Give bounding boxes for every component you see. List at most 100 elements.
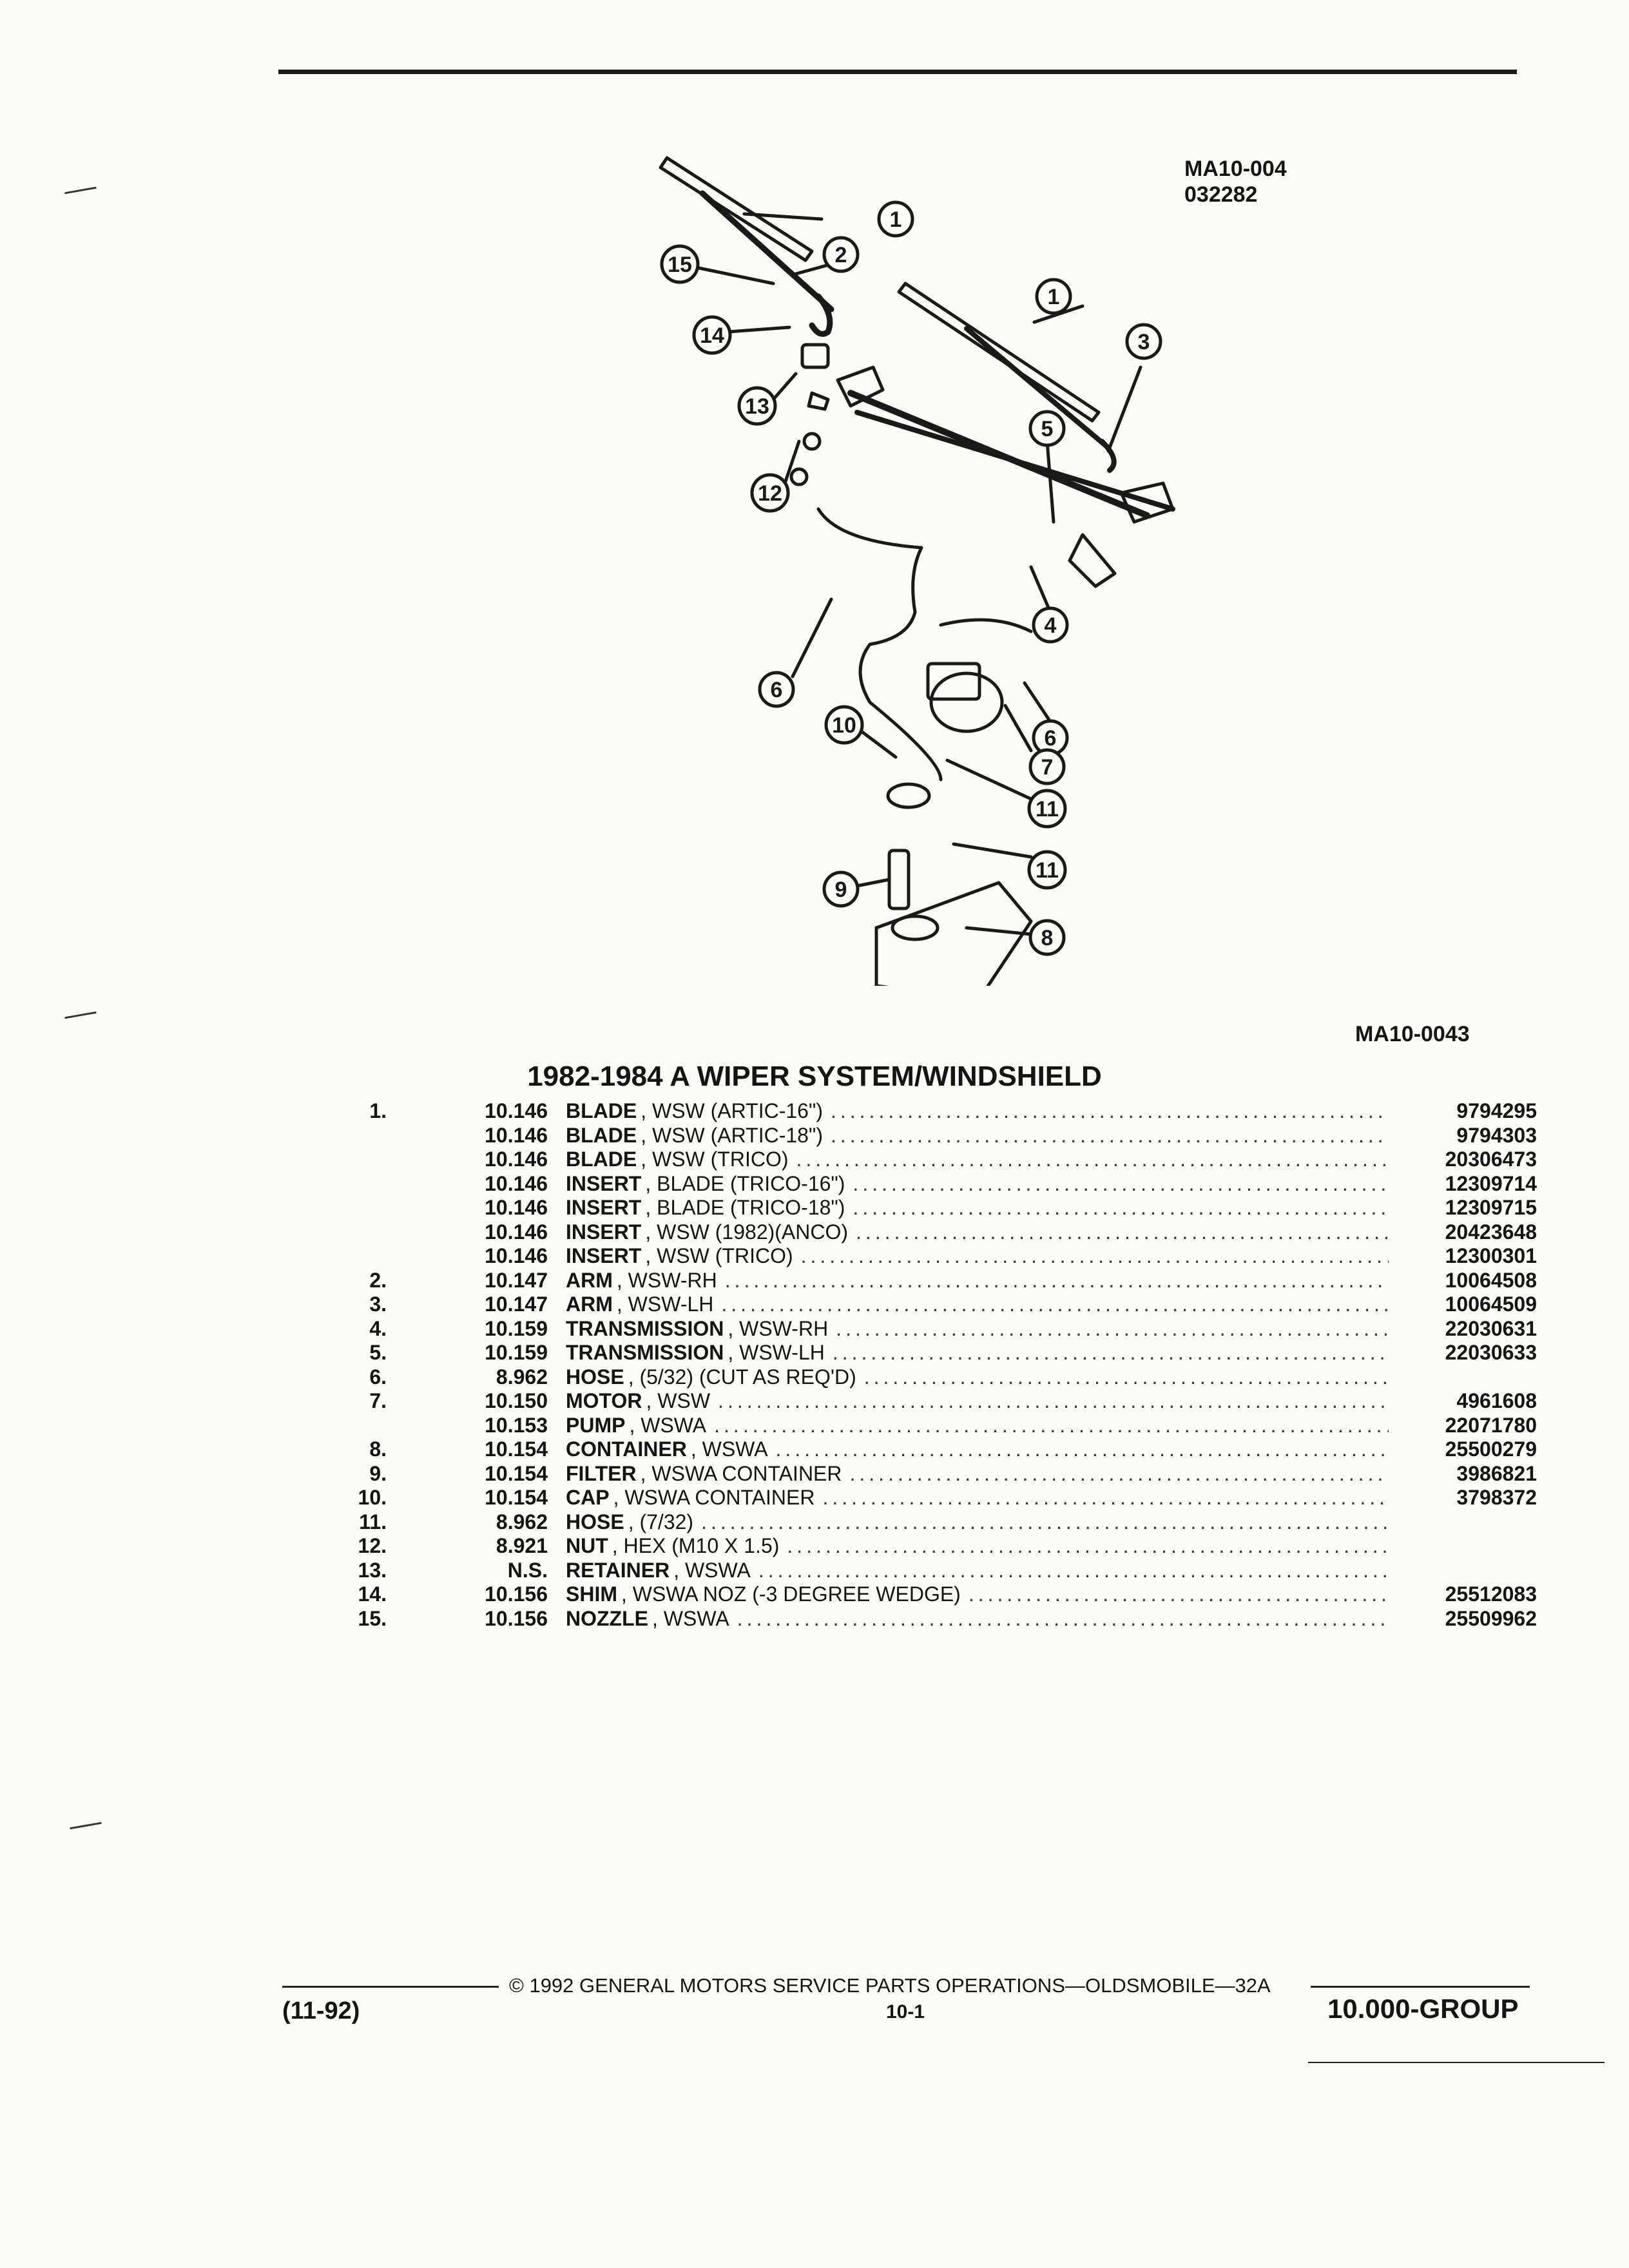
part-spec: , WSWA bbox=[629, 1413, 707, 1437]
lh-wiper-blade bbox=[659, 156, 814, 262]
part-name: HOSE bbox=[566, 1365, 624, 1389]
callout: 1 bbox=[1035, 278, 1072, 315]
parts-row: 13.N.S.RETAINER, WSWA bbox=[325, 1559, 1537, 1583]
part-number: 22030631 bbox=[1445, 1316, 1537, 1340]
pivot-bracket-right bbox=[1119, 481, 1175, 524]
part-name: HOSE bbox=[566, 1510, 624, 1533]
group-number: 10.154 bbox=[485, 1461, 548, 1485]
part-spec: , WSWA bbox=[673, 1558, 751, 1582]
part-spec: , WSWA CONTAINER bbox=[613, 1486, 815, 1510]
group-number: 10.146 bbox=[485, 1196, 548, 1220]
svg-text:2: 2 bbox=[835, 243, 847, 267]
callout: 3 bbox=[1125, 323, 1162, 360]
part-description: INSERT, WSW (TRICO) bbox=[566, 1244, 1389, 1268]
callout: 11 bbox=[1027, 789, 1067, 829]
svg-text:5: 5 bbox=[1041, 417, 1054, 441]
svg-text:4: 4 bbox=[1045, 613, 1057, 638]
group-number: 10.146 bbox=[485, 1123, 548, 1147]
part-number: 12309715 bbox=[1445, 1196, 1537, 1220]
callout: 12 bbox=[750, 473, 790, 513]
svg-text:3: 3 bbox=[1138, 330, 1150, 354]
group-number: 10.154 bbox=[485, 1437, 548, 1461]
part-spec: , WSWA NOZ (-3 DEGREE WEDGE) bbox=[621, 1582, 961, 1606]
container-cap-shape bbox=[886, 782, 931, 809]
group-number: 10.146 bbox=[485, 1148, 548, 1171]
item-number: 4. bbox=[369, 1316, 387, 1340]
item-number: 3. bbox=[369, 1293, 387, 1316]
leader-dots bbox=[836, 1317, 1389, 1341]
leader-dots bbox=[850, 1462, 1389, 1486]
item-number: 2. bbox=[369, 1268, 387, 1292]
part-name: NOZZLE bbox=[566, 1606, 648, 1630]
washer-hose-2 bbox=[939, 618, 1033, 633]
part-description: CONTAINER, WSWA bbox=[566, 1437, 1389, 1461]
leader-dots bbox=[822, 1486, 1389, 1510]
callout: 6 bbox=[1032, 719, 1069, 756]
callout: 14 bbox=[692, 315, 732, 355]
nozzle-shape bbox=[800, 343, 830, 369]
svg-text:1: 1 bbox=[890, 207, 902, 232]
leader-dots bbox=[853, 1172, 1389, 1196]
part-spec: , HEX (M10 X 1.5) bbox=[612, 1534, 780, 1558]
part-description: ARM, WSW-RH bbox=[566, 1269, 1389, 1293]
leader-dots bbox=[801, 1244, 1389, 1268]
margin-mark bbox=[70, 1821, 102, 1830]
part-name: MOTOR bbox=[566, 1389, 642, 1413]
footer-rule-right bbox=[1311, 1986, 1530, 1988]
item-number: 15. bbox=[358, 1606, 387, 1630]
leader-dots bbox=[796, 1148, 1389, 1171]
part-description: INSERT, BLADE (TRICO-18") bbox=[566, 1196, 1389, 1220]
washer-container-shape bbox=[874, 881, 1033, 1001]
leader-dots bbox=[833, 1341, 1389, 1365]
part-number: 25509962 bbox=[1445, 1606, 1537, 1630]
svg-text:8: 8 bbox=[1041, 926, 1054, 950]
svg-text:10: 10 bbox=[832, 713, 856, 738]
svg-text:1: 1 bbox=[1048, 285, 1060, 309]
group-number: 10.159 bbox=[485, 1316, 548, 1340]
footer-rule-left bbox=[282, 1986, 499, 1988]
part-name: BLADE bbox=[566, 1099, 637, 1123]
part-number: 25500279 bbox=[1445, 1437, 1537, 1461]
part-name: ARM bbox=[566, 1293, 613, 1316]
leader-dots bbox=[758, 1559, 1389, 1582]
part-description: BLADE, WSW (ARTIC-16") bbox=[566, 1099, 1389, 1123]
item-number: 13. bbox=[358, 1558, 387, 1582]
wiper-system-exploded-diagram: 1 2 1 3 15 14 5 13 12 4 6 6 10 7 11 9 11… bbox=[580, 122, 1224, 1001]
lh-wiper-arm bbox=[699, 190, 834, 312]
callout: 6 bbox=[758, 671, 795, 708]
item-number: 10. bbox=[358, 1486, 387, 1510]
part-name: FILTER bbox=[566, 1461, 637, 1485]
part-description: BLADE, WSW (ARTIC-18") bbox=[566, 1124, 1389, 1148]
leader-dots bbox=[776, 1437, 1389, 1461]
section-title: 1982-1984 A WIPER SYSTEM/WINDSHIELD bbox=[527, 1061, 1102, 1092]
svg-text:7: 7 bbox=[1041, 755, 1054, 780]
leader-dots bbox=[831, 1099, 1389, 1123]
part-number: 22030633 bbox=[1445, 1341, 1537, 1365]
footer-group: 10.000-GROUP bbox=[1327, 1994, 1519, 2024]
ref-code-line: 032282 bbox=[1184, 182, 1258, 207]
item-number: 8. bbox=[369, 1437, 387, 1461]
svg-text:12: 12 bbox=[758, 481, 782, 506]
part-spec: , WSWA bbox=[690, 1437, 768, 1461]
group-number: 10.150 bbox=[485, 1389, 548, 1413]
svg-text:11: 11 bbox=[1036, 858, 1059, 883]
part-description: TRANSMISSION, WSW-RH bbox=[566, 1317, 1389, 1341]
shim-shape bbox=[807, 391, 830, 411]
retainer-shape bbox=[802, 432, 822, 451]
part-spec: , (7/32) bbox=[628, 1510, 694, 1533]
ref-code-line: MA10-004 bbox=[1184, 157, 1287, 181]
part-description: SHIM, WSWA NOZ (-3 DEGREE WEDGE) bbox=[566, 1582, 1389, 1606]
part-description: HOSE, (7/32) bbox=[566, 1510, 1389, 1534]
top-rule bbox=[278, 70, 1517, 74]
part-description: TRANSMISSION, WSW-LH bbox=[566, 1341, 1389, 1365]
pivot-bracket-left bbox=[836, 365, 885, 408]
